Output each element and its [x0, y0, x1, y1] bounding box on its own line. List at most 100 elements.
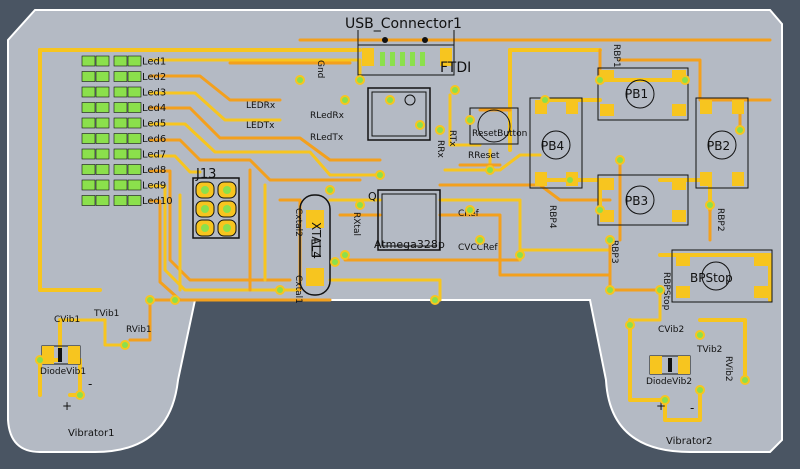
via-pad — [477, 237, 483, 243]
led-pad — [95, 179, 110, 191]
led-label: Led10 — [142, 196, 173, 207]
j13-label: J13 — [195, 167, 216, 182]
vibrator2-minus: - — [690, 401, 694, 415]
led-pad — [113, 86, 128, 98]
led-pad — [127, 86, 142, 98]
reset-button[interactable]: ResetButton RReset — [468, 107, 527, 161]
mcu-q-label: Q — [368, 190, 377, 203]
led-label: Led8 — [142, 165, 166, 176]
led-pad — [95, 195, 110, 206]
rxtal-label: RXtal — [351, 212, 361, 236]
via-pad — [327, 187, 333, 193]
led-row[interactable]: Led6 — [81, 133, 166, 146]
led-row[interactable]: Led3 — [81, 86, 166, 99]
via-pad — [172, 297, 178, 303]
led-pad — [81, 133, 96, 144]
led-pad — [81, 86, 96, 98]
led-pad — [81, 71, 96, 82]
via-pad — [607, 287, 613, 293]
led-label: Led3 — [142, 88, 166, 99]
rbp4-label: RBP4 — [547, 205, 557, 229]
via-pad — [432, 297, 438, 303]
led-pad — [81, 117, 96, 129]
led-pad — [95, 86, 110, 98]
led-pad — [127, 179, 142, 191]
mcu-atmega328p[interactable]: Atmega328p Q — [368, 189, 445, 251]
rrx-label: RRx — [435, 140, 445, 159]
led-pad — [127, 55, 142, 67]
led-row[interactable]: Led2 — [81, 71, 166, 84]
led-row[interactable]: Led4 — [81, 102, 166, 115]
via-pad — [122, 342, 128, 348]
pushbutton-pb3[interactable]: PB3 — [597, 174, 689, 226]
via-pad — [657, 287, 663, 293]
led-pad — [81, 102, 96, 113]
ledrx-label: LEDRx — [246, 101, 276, 111]
via-pad — [77, 392, 83, 398]
led-label: Led2 — [142, 72, 166, 83]
vibrator1-minus: - — [88, 377, 92, 391]
via-pad — [377, 172, 383, 178]
via-pad — [742, 377, 748, 383]
xtal-label: XTAL4 — [309, 222, 323, 259]
led-label: Led1 — [142, 57, 166, 68]
via-pad — [542, 97, 548, 103]
via-pad — [617, 157, 623, 163]
led-pad — [81, 148, 96, 160]
j13-header[interactable]: J13 — [192, 167, 240, 239]
led-pad — [113, 55, 128, 67]
via-pad — [567, 177, 573, 183]
rvib2-label: RVib2 — [723, 356, 733, 382]
led-row[interactable]: Led7 — [81, 148, 166, 161]
led-pad — [127, 148, 142, 160]
via-pad — [277, 287, 283, 293]
rreset-label: RReset — [468, 151, 500, 161]
led-pad — [113, 117, 128, 129]
rtx-label: RTx — [447, 130, 457, 147]
led-label: Led5 — [142, 119, 166, 130]
led-label: Led6 — [142, 134, 166, 145]
via-pad — [487, 167, 493, 173]
ftdi-label: FTDI — [440, 60, 471, 76]
via-pad — [467, 117, 473, 123]
led-label: Led9 — [142, 181, 166, 192]
led-pad — [127, 71, 142, 82]
cvccref-label: CVCCRef — [458, 243, 498, 253]
via-pad — [597, 77, 603, 83]
led-row[interactable]: Led10 — [81, 195, 173, 208]
led-pad — [95, 117, 110, 129]
pads-and-vias — [35, 75, 750, 405]
via-pad — [682, 77, 688, 83]
pushbutton-bpstop[interactable]: BPStop — [671, 249, 773, 303]
led-pad — [81, 179, 96, 191]
led-pad — [95, 55, 110, 67]
rbp2-label: RBP2 — [715, 208, 725, 232]
via-pad — [342, 252, 348, 258]
rbpstop-label: RBPStop — [661, 272, 671, 311]
pushbutton-pb2[interactable]: PB2 — [695, 97, 749, 189]
pb1-label: PB1 — [625, 87, 648, 101]
ledtx-label: LEDTx — [246, 121, 275, 131]
tvib1-label: TVib1 — [93, 309, 119, 319]
pushbutton-pb4[interactable]: PB4 — [529, 97, 583, 189]
diode-vib1[interactable] — [41, 345, 81, 365]
via-pad — [707, 202, 713, 208]
led-row[interactable]: Led9 — [81, 179, 166, 192]
via-pad — [147, 297, 153, 303]
led-row[interactable]: Led1 — [81, 55, 166, 68]
via-pad — [357, 202, 363, 208]
rledtx-label: RLedTx — [310, 133, 344, 143]
cxtal1-label: Cxtal1 — [293, 275, 303, 304]
diode-vib2[interactable] — [649, 355, 691, 375]
via-pad — [737, 127, 743, 133]
led-pad — [95, 148, 110, 160]
usb-connector[interactable]: USB_Connector1 FTDI — [345, 16, 471, 76]
cvib2-label: CVib2 — [658, 325, 684, 335]
mcu-label: Atmega328p — [374, 238, 445, 251]
rbp1-label: RBP1 — [611, 44, 621, 68]
crystal-xtal4[interactable]: XTAL4 — [299, 194, 331, 296]
led-row[interactable]: Led8 — [81, 164, 166, 177]
led-row[interactable]: Led5 — [81, 117, 166, 130]
ftdi-chip[interactable] — [367, 87, 431, 141]
